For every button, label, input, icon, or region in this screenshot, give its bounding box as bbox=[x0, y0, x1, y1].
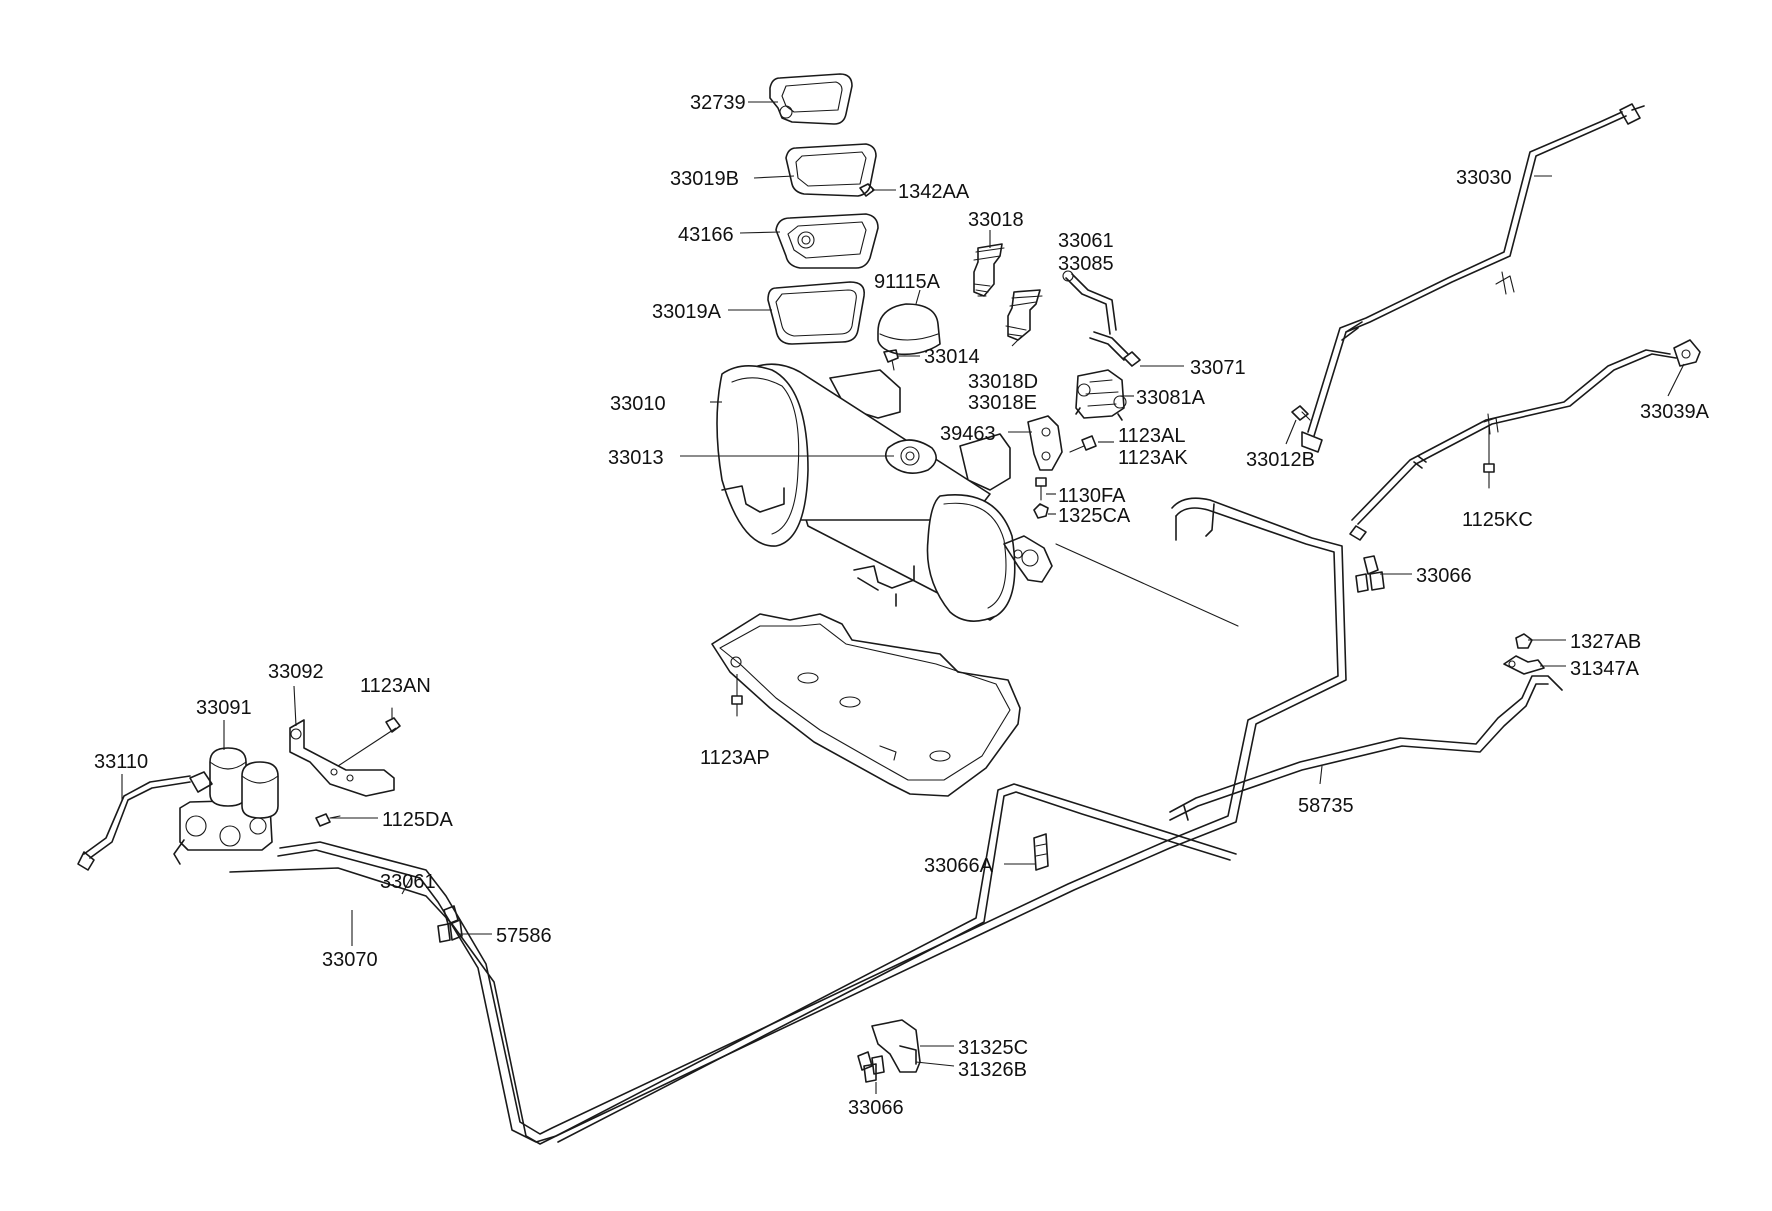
gasket-43166[interactable] bbox=[775, 213, 879, 269]
label-33018d: 33018D bbox=[968, 371, 1038, 393]
label-33018e: 33018E bbox=[968, 392, 1037, 414]
clip-33066a[interactable] bbox=[1033, 833, 1049, 871]
label-31325c: 31325C bbox=[958, 1037, 1028, 1059]
solenoid-valve-33091[interactable] bbox=[173, 747, 279, 865]
label-33014: 33014 bbox=[924, 346, 980, 368]
skid-plate-1123ap[interactable] bbox=[711, 613, 1021, 797]
label-58735: 58735 bbox=[1298, 795, 1354, 817]
bolt-1123ap[interactable] bbox=[731, 674, 743, 717]
label-33070: 33070 bbox=[322, 949, 378, 971]
tube-58735[interactable] bbox=[1169, 675, 1563, 821]
label-31347a: 31347A bbox=[1570, 658, 1640, 680]
label-1130fa: 1130FA bbox=[1058, 485, 1126, 507]
fitting-33018d[interactable] bbox=[1005, 289, 1043, 341]
label-33061-bottom: 33061 bbox=[380, 871, 436, 893]
label-91115a: 91115A bbox=[874, 271, 941, 293]
label-33066-right: 33066 bbox=[1416, 565, 1472, 587]
label-1125da: 1125DA bbox=[382, 809, 453, 831]
label-1125kc: 1125KC bbox=[1462, 509, 1533, 531]
leader-lines bbox=[121, 101, 1685, 1094]
fitting-33071[interactable] bbox=[1123, 351, 1141, 367]
nut-1325ca[interactable] bbox=[1033, 503, 1049, 519]
label-32739: 32739 bbox=[690, 92, 746, 114]
label-33061-top: 33061 bbox=[1058, 230, 1114, 252]
part-labels: 32739 33019B 1342AA 43166 33018 33061 33… bbox=[94, 92, 1710, 1119]
hose-33030[interactable] bbox=[1301, 103, 1645, 453]
label-33010: 33010 bbox=[610, 393, 666, 415]
label-33018: 33018 bbox=[968, 209, 1024, 231]
label-1327ab: 1327AB bbox=[1570, 631, 1641, 653]
bolt-1123an[interactable] bbox=[337, 707, 401, 767]
label-33019a: 33019A bbox=[652, 301, 722, 323]
label-43166: 43166 bbox=[678, 224, 734, 246]
label-33066a: 33066A bbox=[924, 855, 994, 877]
label-33110: 33110 bbox=[94, 751, 148, 773]
label-33039a: 33039A bbox=[1640, 401, 1710, 423]
tube-33061-33085[interactable] bbox=[1062, 270, 1129, 361]
label-31326b: 31326B bbox=[958, 1059, 1027, 1081]
label-33081a: 33081A bbox=[1136, 387, 1206, 409]
fitting-33018[interactable] bbox=[973, 243, 1005, 297]
label-33071: 33071 bbox=[1190, 357, 1246, 379]
label-33012b: 33012B bbox=[1246, 449, 1315, 471]
bracket-33092[interactable] bbox=[289, 719, 395, 797]
bracket-39463[interactable] bbox=[1027, 415, 1063, 471]
label-1123al: 1123AL bbox=[1118, 425, 1185, 447]
clip-33066c[interactable] bbox=[857, 1051, 885, 1083]
label-33013: 33013 bbox=[608, 447, 664, 469]
cover-plate-32739[interactable] bbox=[769, 73, 853, 125]
label-33030: 33030 bbox=[1456, 167, 1512, 189]
label-33066-bottom: 33066 bbox=[848, 1097, 904, 1119]
label-33092: 33092 bbox=[268, 661, 324, 683]
air-tank-33010[interactable] bbox=[716, 363, 1239, 627]
label-1123ap: 1123AP bbox=[700, 747, 770, 769]
label-39463: 39463 bbox=[940, 423, 996, 445]
label-33019b: 33019B bbox=[670, 168, 739, 190]
label-33085: 33085 bbox=[1058, 253, 1114, 275]
bolt-1123al[interactable] bbox=[1069, 435, 1097, 453]
label-57586: 57586 bbox=[496, 925, 552, 947]
air-line-33070[interactable] bbox=[229, 783, 1237, 1145]
clamp-31347a[interactable] bbox=[1503, 655, 1545, 675]
gasket-33019a[interactable] bbox=[767, 281, 866, 345]
clip-57586[interactable] bbox=[437, 905, 463, 943]
gasket-33019b[interactable] bbox=[785, 143, 877, 197]
bolt-1125da[interactable] bbox=[315, 813, 341, 827]
bolt-1130fa[interactable] bbox=[1035, 477, 1047, 501]
nut-1327ab[interactable] bbox=[1515, 633, 1533, 649]
label-1123an: 1123AN bbox=[360, 675, 431, 697]
label-1342aa: 1342AA bbox=[898, 181, 970, 203]
label-33091: 33091 bbox=[196, 697, 252, 719]
cap-91115a[interactable] bbox=[877, 303, 941, 356]
hose-33110[interactable] bbox=[77, 775, 191, 871]
bracket-31325c[interactable] bbox=[871, 1019, 921, 1073]
label-1325ca: 1325CA bbox=[1058, 505, 1131, 527]
screw-33014[interactable] bbox=[883, 349, 899, 371]
bolt-1125kc[interactable] bbox=[1483, 424, 1495, 489]
hose-33039a[interactable] bbox=[1349, 339, 1701, 541]
label-1123ak: 1123AK bbox=[1118, 447, 1188, 469]
clamp-33012b[interactable] bbox=[1291, 405, 1311, 421]
air-line-33061[interactable] bbox=[277, 497, 1347, 1143]
clip-33066[interactable] bbox=[1355, 555, 1385, 593]
valve-33081a[interactable] bbox=[1075, 369, 1127, 421]
